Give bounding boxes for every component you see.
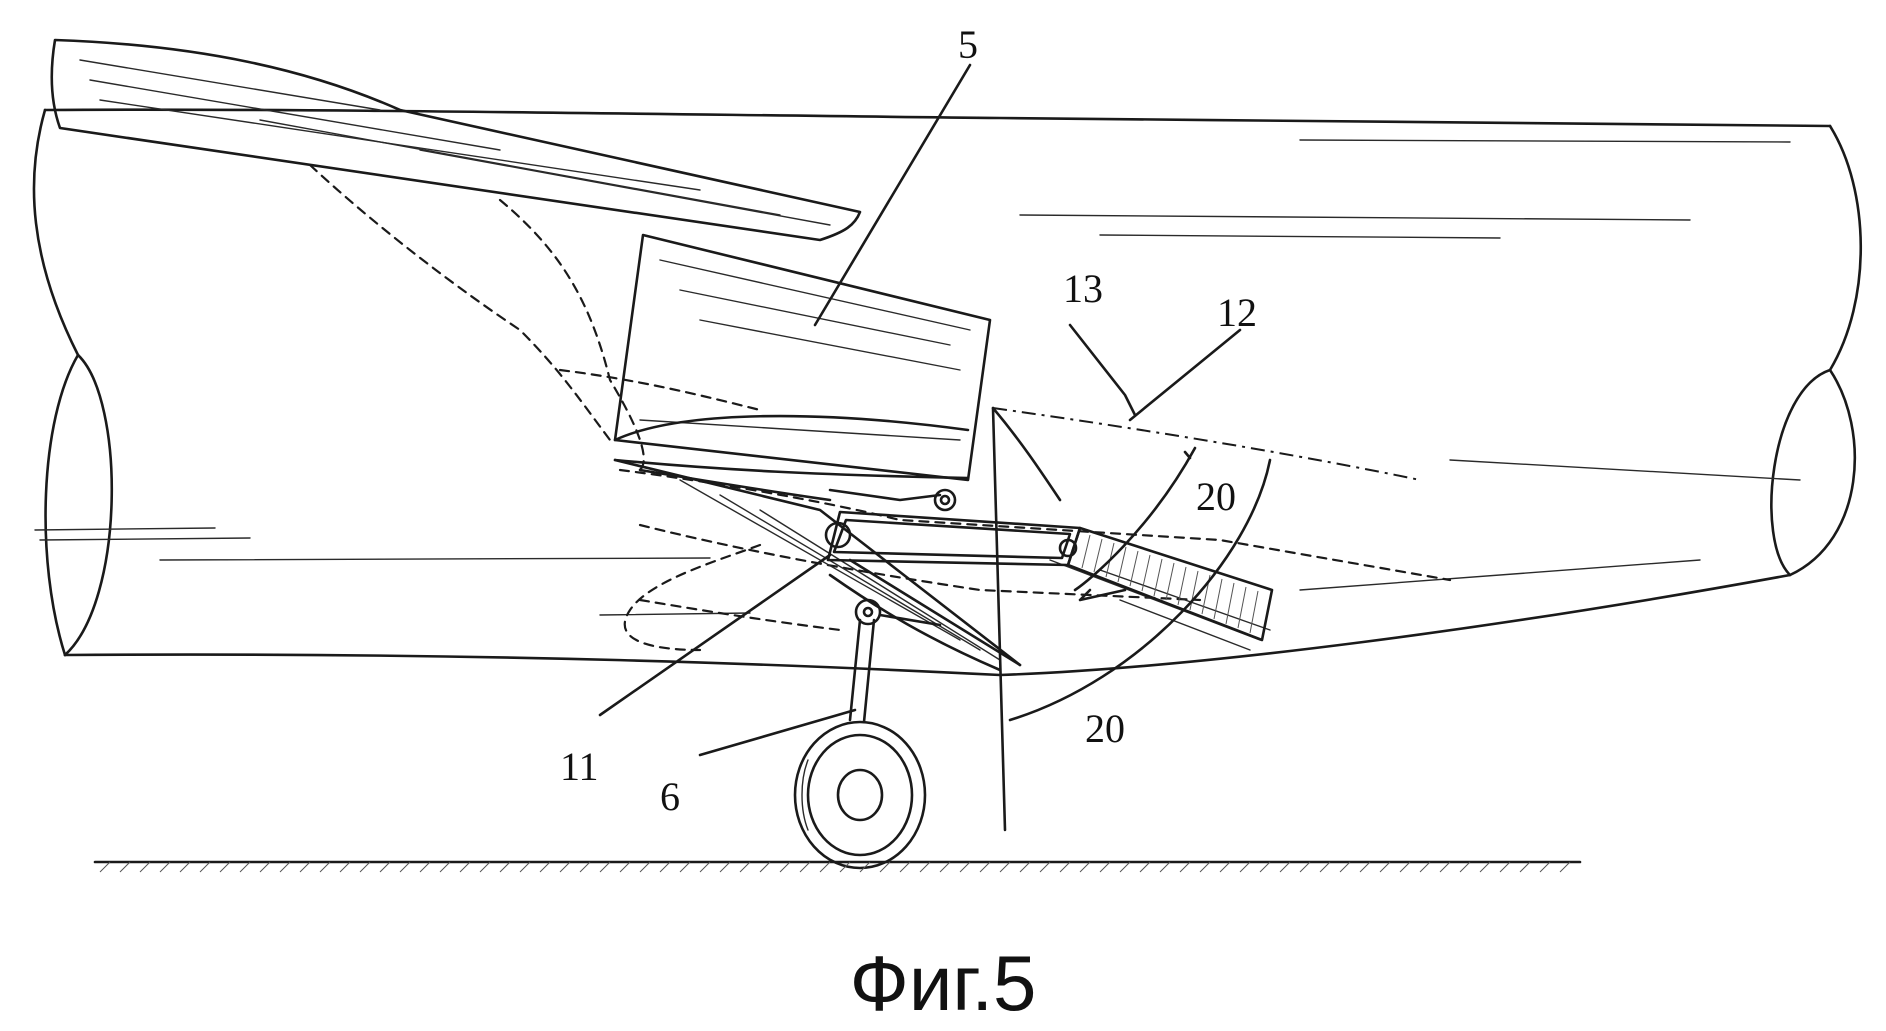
label-5: 5 <box>958 22 978 67</box>
engine-nacelle <box>613 233 992 482</box>
wing <box>50 38 862 242</box>
leader-lines <box>598 63 1242 757</box>
label-11: 11 <box>560 744 599 789</box>
fuselage <box>32 108 1862 677</box>
figure-caption: Фиг.5 <box>850 939 1037 1027</box>
ramp-structure <box>613 458 1271 672</box>
label-6: 6 <box>660 774 680 819</box>
dashed-outlines <box>308 163 1452 652</box>
label-20-upper: 20 <box>1196 474 1236 519</box>
landing-gear <box>793 598 942 870</box>
hatched-panel <box>1066 526 1274 642</box>
ground-line <box>93 860 1582 873</box>
label-20-lower: 20 <box>1085 706 1125 751</box>
door-panel <box>824 488 1082 567</box>
label-13: 13 <box>1063 266 1103 311</box>
reference-lines <box>991 406 1421 832</box>
label-12: 12 <box>1217 290 1257 335</box>
